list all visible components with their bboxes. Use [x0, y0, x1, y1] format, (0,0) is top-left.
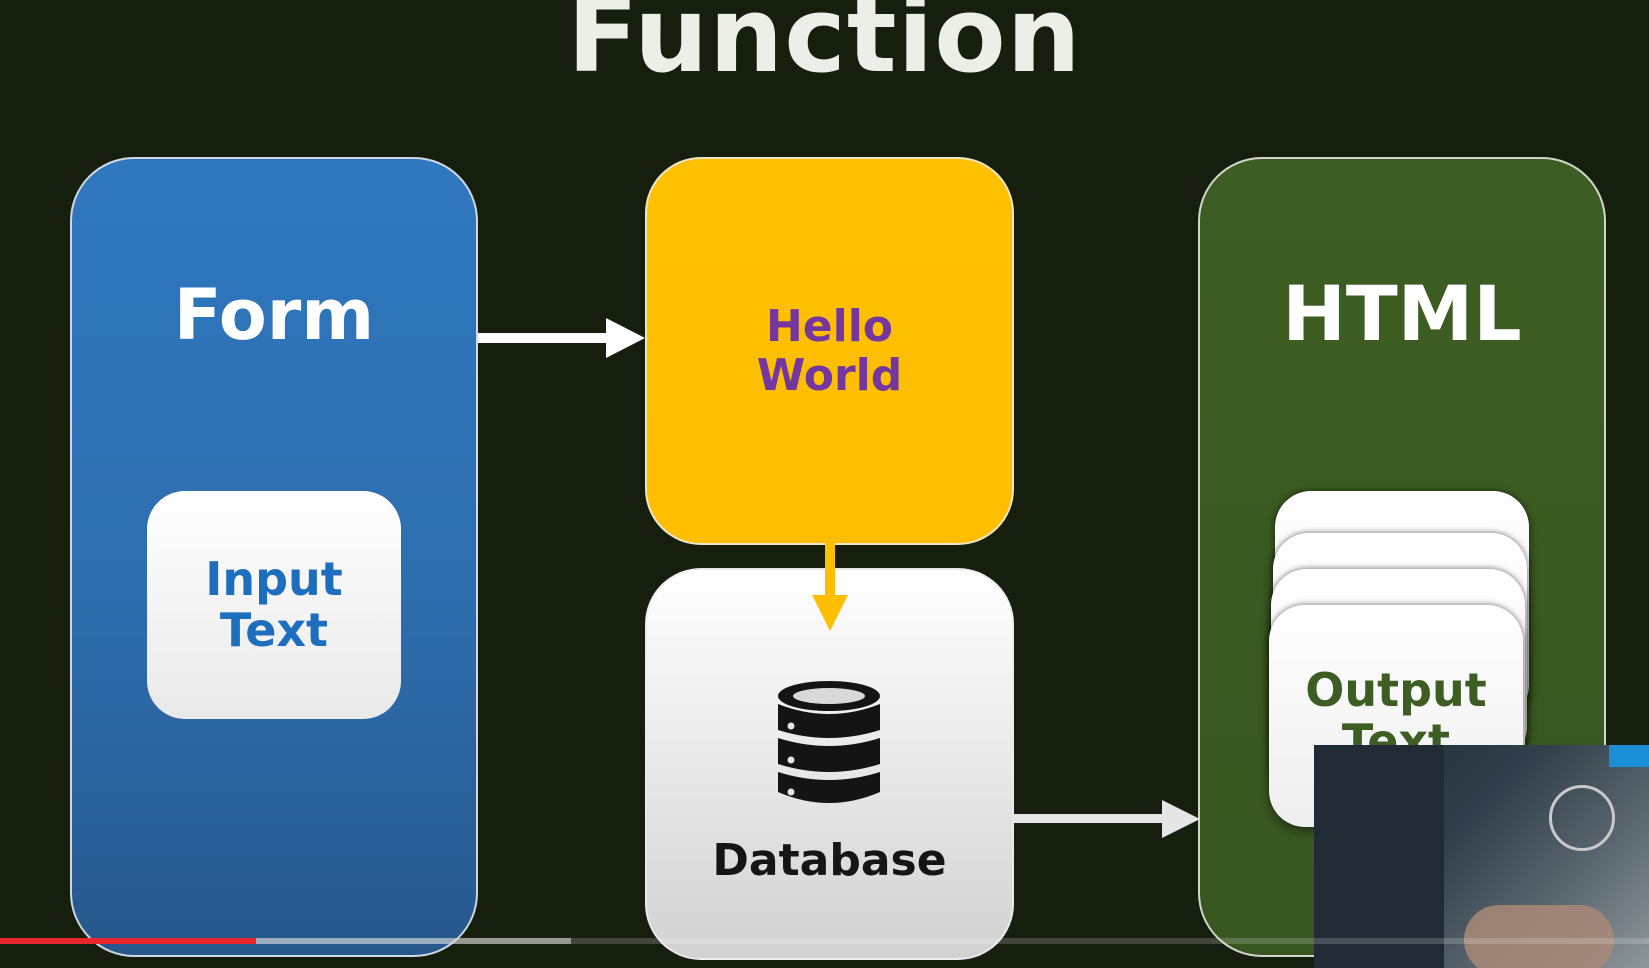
- microphone-icon: [1549, 785, 1615, 851]
- progress-played: [0, 938, 256, 944]
- arrow-database-to-html-icon: [1014, 800, 1200, 838]
- arrow-form-to-function-icon: [478, 318, 645, 358]
- presenter-shape: [1314, 745, 1444, 968]
- input-text-label: Input Text: [205, 552, 343, 657]
- arrow-function-to-database-icon: [812, 543, 848, 631]
- form-panel: Form Input Text: [70, 157, 478, 957]
- function-box: Hello World: [645, 157, 1014, 545]
- hand-shape: [1464, 905, 1614, 968]
- function-label: Hello World: [756, 300, 903, 401]
- webcam-overlay[interactable]: [1314, 745, 1649, 968]
- form-title: Form: [173, 274, 375, 356]
- progress-buffered: [0, 938, 571, 944]
- monitor-glimpse: [1609, 745, 1649, 767]
- database-icon: [778, 681, 880, 803]
- slide-title: Function: [567, 0, 1082, 96]
- database-label: Database: [712, 835, 947, 886]
- input-text-card: Input Text: [147, 491, 401, 719]
- video-progress-bar[interactable]: [0, 938, 1649, 944]
- database-box: Database: [645, 568, 1014, 960]
- html-title: HTML: [1282, 269, 1522, 358]
